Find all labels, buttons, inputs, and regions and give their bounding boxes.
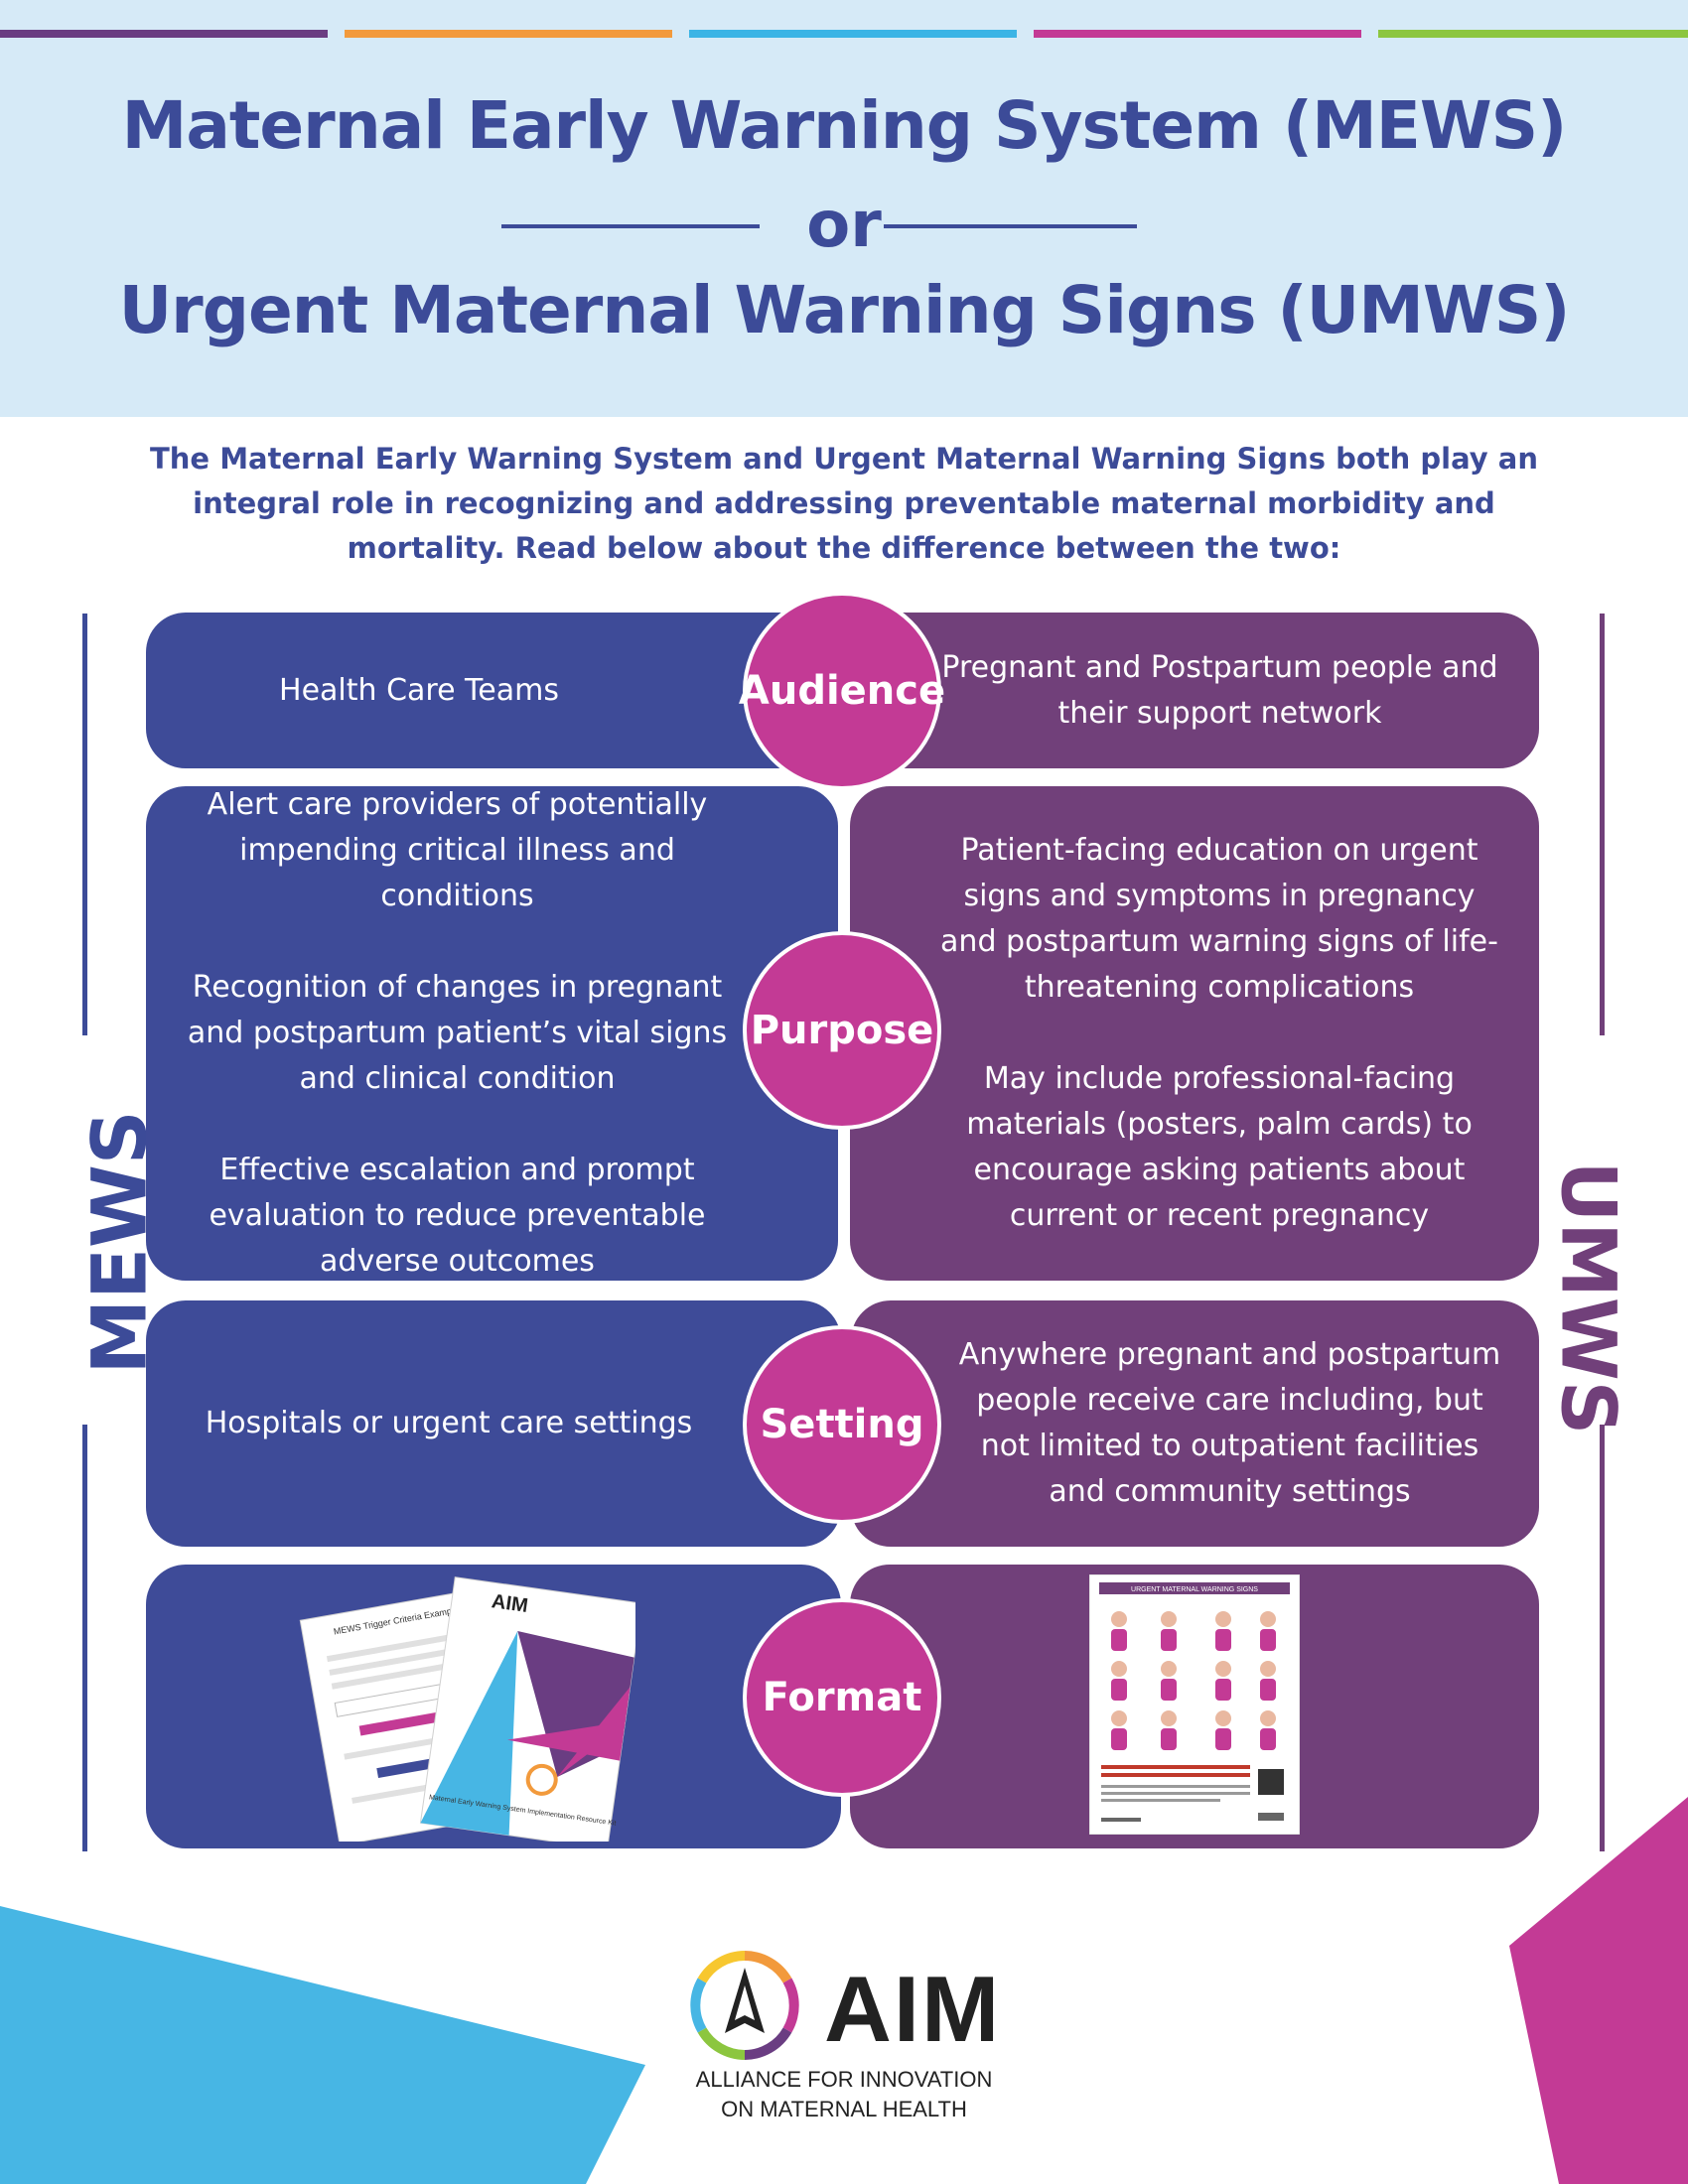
purpose-mews-item: Recognition of changes in pregnant and p… bbox=[187, 970, 728, 1096]
purpose-mews-card: Alert care providers of potentially impe… bbox=[146, 786, 838, 1281]
aim-logo-text: AIM bbox=[824, 1957, 1002, 2061]
header-banner: Maternal Early Warning System (MEWS) or … bbox=[0, 0, 1688, 417]
umws-thumb-title: URGENT MATERNAL WARNING SIGNS bbox=[1131, 1586, 1258, 1593]
color-stripe-orange bbox=[345, 30, 672, 38]
umws-rule-top bbox=[1600, 614, 1605, 1035]
page-title-line2: Urgent Maternal Warning Signs (UMWS) bbox=[118, 272, 1571, 348]
or-rule-left bbox=[501, 224, 760, 228]
audience-mews-text: Health Care Teams bbox=[279, 672, 559, 708]
mews-rule-bottom bbox=[82, 1425, 87, 1851]
aim-logo-mark bbox=[690, 1951, 799, 2060]
audience-mews-card: Health Care Teams bbox=[146, 613, 841, 768]
or-rule-right bbox=[884, 224, 1137, 228]
audience-umws-text: Pregnant and Postpartum people and their… bbox=[941, 649, 1498, 731]
setting-mews-text: Hospitals or urgent care settings bbox=[205, 1406, 693, 1440]
aim-logo-subtitle-line1: ALLIANCE FOR INNOVATION bbox=[695, 2067, 993, 2092]
mews-rule-top bbox=[82, 614, 87, 1035]
color-stripe-magenta bbox=[1034, 30, 1361, 38]
purpose-umws-item: Patient-facing education on urgent signs… bbox=[940, 833, 1498, 1005]
umws-poster-thumbnail: URGENT MATERNAL WARNING SIGNS bbox=[1089, 1574, 1300, 1835]
page-title-line1: Maternal Early Warning System (MEWS) bbox=[121, 87, 1568, 164]
umws-side-label: UMWS bbox=[1544, 1160, 1633, 1435]
color-stripe-blue bbox=[689, 30, 1017, 38]
purpose-mews-item: Effective escalation and prompt evaluati… bbox=[209, 1153, 706, 1279]
purpose-umws-card: Patient-facing education on urgent signs… bbox=[850, 786, 1539, 1281]
purpose-mews-item: Alert care providers of potentially impe… bbox=[207, 787, 708, 913]
setting-mews-card: Hospitals or urgent care settings bbox=[146, 1300, 841, 1547]
aim-logo-subtitle-line2: ON MATERNAL HEALTH bbox=[721, 2097, 967, 2121]
aim-logo-subtitle: ALLIANCE FOR INNOVATION ON MATERNAL HEAL… bbox=[645, 2065, 1043, 2124]
audience-umws-card: Pregnant and Postpartum people and their… bbox=[851, 613, 1539, 768]
umws-rule-bottom bbox=[1600, 1425, 1605, 1851]
color-stripe-purple bbox=[0, 30, 328, 38]
setting-bubble: Setting bbox=[743, 1325, 941, 1524]
audience-bubble: Audience bbox=[739, 592, 945, 790]
color-stripe-green bbox=[1378, 30, 1688, 38]
mews-document-thumbnail: MEWS Trigger Criteria Example AIM Matern… bbox=[299, 1576, 635, 1842]
purpose-umws-item: May include professional-facing material… bbox=[966, 1061, 1473, 1233]
purpose-bubble: Purpose bbox=[743, 931, 941, 1130]
intro-text: The Maternal Early Warning System and Ur… bbox=[150, 442, 1538, 565]
format-bubble: Format bbox=[743, 1598, 941, 1797]
or-divider: or bbox=[0, 191, 1688, 260]
svg-text:AIM: AIM bbox=[491, 1590, 529, 1617]
decorative-magenta-shape bbox=[1509, 1797, 1688, 2184]
decorative-cyan-shape bbox=[0, 1906, 645, 2184]
or-text: or bbox=[806, 189, 882, 262]
setting-umws-text: Anywhere pregnant and postpartum people … bbox=[958, 1337, 1501, 1509]
setting-umws-card: Anywhere pregnant and postpartum people … bbox=[851, 1300, 1539, 1547]
